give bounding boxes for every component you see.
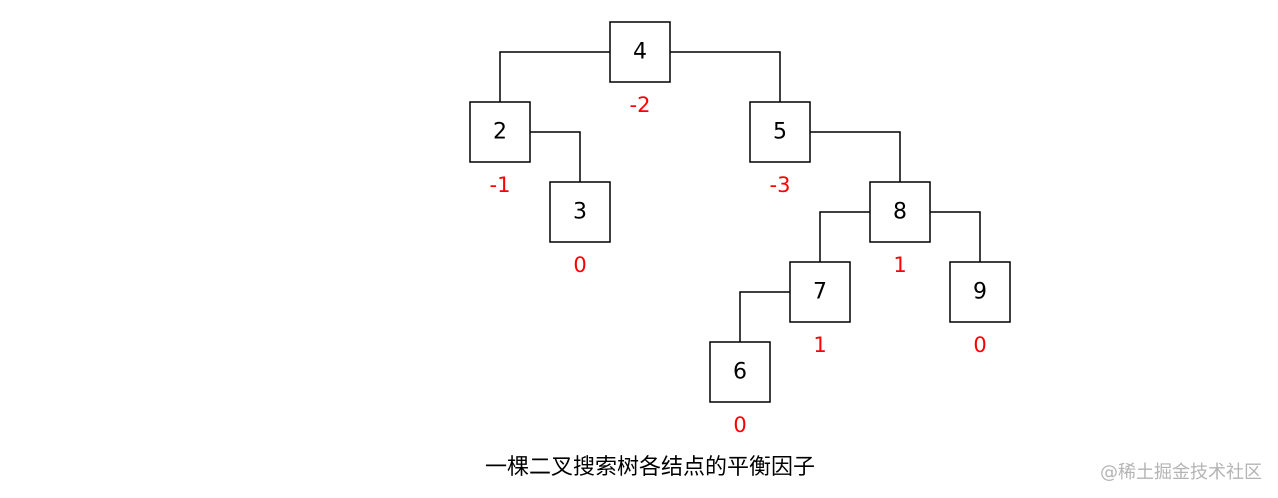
edge-8-to-9 xyxy=(930,211,981,262)
tree-node-7: 71 xyxy=(789,261,851,357)
node-box xyxy=(869,181,931,243)
node-box xyxy=(749,101,811,163)
balance-factor: -1 xyxy=(490,173,511,197)
tree-node-6: 60 xyxy=(709,341,771,437)
balance-factor: 0 xyxy=(973,333,986,357)
balance-factor: 0 xyxy=(573,253,586,277)
node-value: 7 xyxy=(813,280,827,305)
balance-factor: -3 xyxy=(770,173,791,197)
tree-node-4: 4 -2 xyxy=(609,21,671,117)
tree-node-2: 2 -1 xyxy=(469,101,531,197)
node-box xyxy=(949,261,1011,323)
node-value: 2 xyxy=(493,120,507,145)
tree-node-8: 81 xyxy=(869,181,931,277)
edge-2-to-3 xyxy=(530,131,581,182)
edge-8-to-7 xyxy=(819,211,870,262)
watermark: @稀土掘金技术社区 xyxy=(1100,462,1262,483)
node-value: 9 xyxy=(973,280,987,305)
balance-factor: 0 xyxy=(733,413,746,437)
node-value: 3 xyxy=(573,200,587,225)
diagram-caption: 一棵二叉搜索树各结点的平衡因子 xyxy=(484,455,815,480)
node-box xyxy=(469,101,531,163)
node-box xyxy=(549,181,611,243)
tree-node-3: 30 xyxy=(549,181,611,277)
tree-node-9: 90 xyxy=(949,261,1011,357)
tree-edges xyxy=(499,51,981,342)
node-value: 8 xyxy=(893,200,907,225)
node-value: 6 xyxy=(733,360,747,385)
tree-node-5: 5 -3 xyxy=(749,101,811,197)
node-box xyxy=(609,21,671,83)
node-value: 5 xyxy=(773,120,787,145)
node-value: 4 xyxy=(633,40,647,65)
edge-7-to-6 xyxy=(739,291,790,342)
edge-4-to-2 xyxy=(499,51,610,102)
edge-5-to-8 xyxy=(810,131,901,182)
balance-factor: 1 xyxy=(813,333,826,357)
node-box xyxy=(709,341,771,403)
balance-factor: 1 xyxy=(893,253,906,277)
balance-factor: -2 xyxy=(630,93,651,117)
node-box xyxy=(789,261,851,323)
edge-4-to-5 xyxy=(670,51,781,102)
